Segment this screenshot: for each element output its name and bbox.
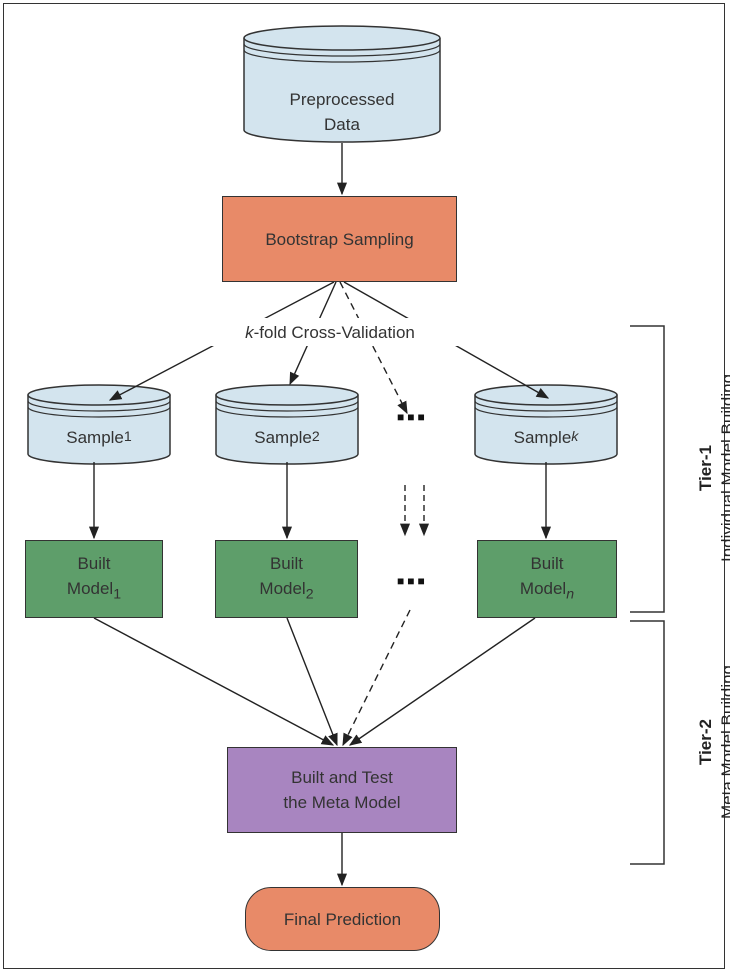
tier-2-title: Tier-2 xyxy=(696,719,715,765)
arrow-ellipsis-to-meta xyxy=(342,609,411,747)
sample-2-sub: 2 xyxy=(311,428,320,445)
ellipsis-models: ■■■ xyxy=(397,574,428,588)
arrow-model-n-to-meta xyxy=(348,617,536,746)
built-model-2-box: Built Model2 xyxy=(215,540,358,618)
tier-2-label: Tier-2 Meta Model Building xyxy=(695,602,730,882)
tier-1-label: Tier-1 Individual Model Building xyxy=(695,318,730,618)
arrow-model-1-to-meta xyxy=(93,617,335,746)
tier-2-bracket xyxy=(630,620,665,865)
tier-1-subtitle: Individual Model Building xyxy=(718,373,730,563)
tier-1-title: Tier-1 xyxy=(696,445,715,491)
bootstrap-sampling-box: Bootstrap Sampling xyxy=(222,196,457,282)
model-2-sub: 2 xyxy=(305,586,314,603)
sample-k-base: Sample xyxy=(513,427,572,447)
model-1-base: Model xyxy=(66,578,114,598)
built-model-n-box: Built Modeln xyxy=(477,540,617,618)
meta-model-box: Built and Test the Meta Model xyxy=(227,747,457,833)
diagram-frame xyxy=(3,3,725,969)
cylinder-sample-1 xyxy=(27,384,171,465)
model-2-base: Model xyxy=(259,578,306,598)
kfold-text: -fold Cross-Validation xyxy=(253,322,415,342)
sample-1-base: Sample xyxy=(66,427,124,447)
model-n-line1: Built xyxy=(530,553,564,573)
kfold-k: k xyxy=(245,322,254,342)
model-2-line1: Built xyxy=(269,553,304,573)
tier-2-subtitle: Meta Model Building xyxy=(718,664,730,820)
ellipsis-samples: ■■■ xyxy=(397,410,428,424)
preprocessed-data-label: Preprocessed Data xyxy=(289,90,395,134)
model-1-sub: 1 xyxy=(113,586,122,603)
sample-k-sub: k xyxy=(571,428,579,445)
sample-1-sub: 1 xyxy=(123,428,132,445)
model-n-line2: Modeln xyxy=(520,576,574,607)
cylinder-sample-2 xyxy=(215,384,359,465)
model-1-line2: Model1 xyxy=(67,576,121,607)
arrow-model-2-to-meta xyxy=(286,617,338,747)
model-n-base: Model xyxy=(519,578,567,598)
model-2-line2: Model2 xyxy=(259,576,313,607)
built-model-1-box: Built Model1 xyxy=(25,540,163,618)
kfold-cross-validation-label: k-fold Cross-Validation xyxy=(200,318,460,346)
cylinder-preprocessed-data xyxy=(243,25,441,143)
model-n-sub: n xyxy=(566,586,575,603)
model-1-line1: Built xyxy=(77,553,111,573)
arrow-bootstrap-to-ellipsis xyxy=(339,281,408,415)
tier-1-bracket xyxy=(630,325,665,613)
final-prediction-box: Final Prediction xyxy=(245,887,440,951)
sample-2-base: Sample xyxy=(254,427,312,447)
